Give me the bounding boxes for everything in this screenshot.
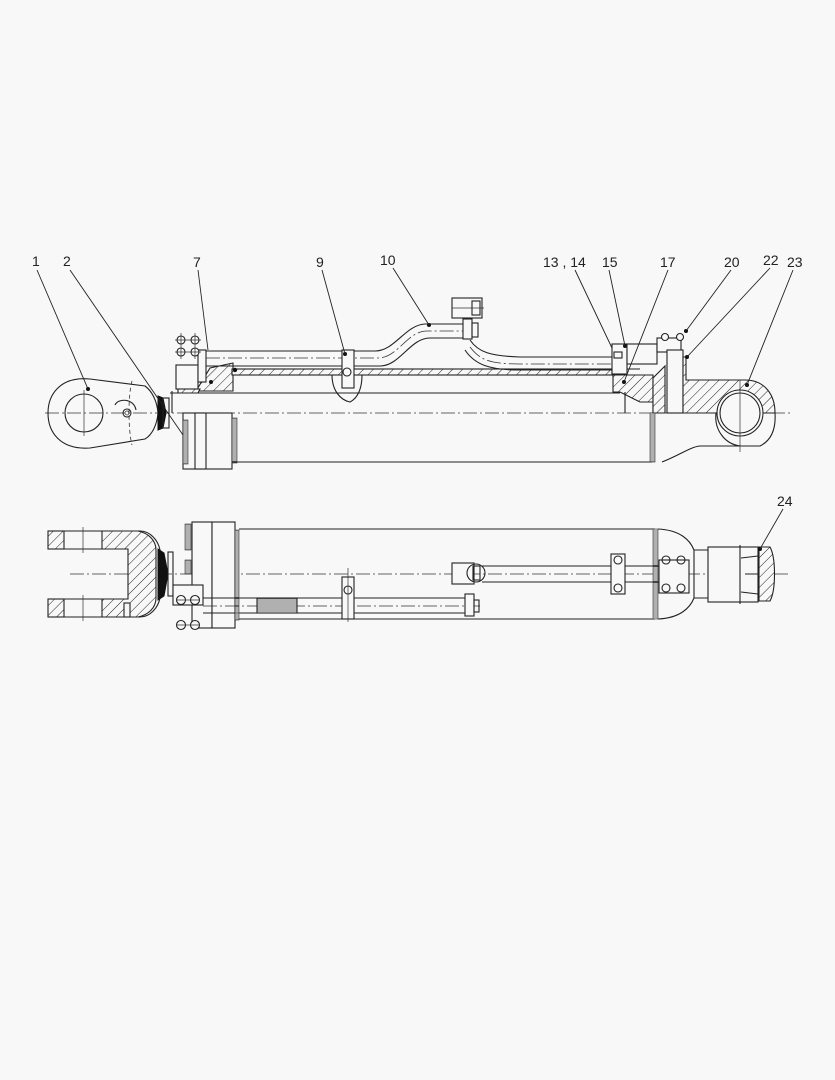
callout-10: 10 — [380, 252, 396, 268]
callout-1: 1 — [32, 253, 40, 269]
top-view: 24 — [47, 493, 793, 631]
callout-17: 17 — [660, 254, 676, 270]
callout-13-14: 13 , 14 — [543, 254, 586, 270]
callout-24: 24 — [777, 493, 793, 509]
callout-9: 9 — [316, 254, 324, 270]
cylinder-barrel — [231, 367, 656, 463]
callout-15: 15 — [602, 254, 618, 270]
top-head — [172, 521, 240, 631]
top-barrel — [239, 528, 695, 620]
hydraulic-pipe — [206, 297, 612, 403]
top-pipe-upper — [451, 553, 690, 595]
rod-eye — [47, 378, 170, 449]
top-pipe-lower — [203, 568, 480, 622]
callouts-side-view: 1 2 7 9 10 13 , 14 15 17 20 22 23 — [32, 252, 803, 436]
clevis-fork — [47, 527, 174, 621]
cap-eye-end — [694, 545, 776, 604]
callout-2: 2 — [63, 253, 71, 269]
side-section-view: 1 2 7 9 10 13 , 14 15 17 20 22 23 — [32, 252, 803, 470]
callout-7: 7 — [193, 254, 201, 270]
callout-22: 22 — [763, 252, 779, 268]
cylinder-head — [170, 333, 620, 470]
cap-end — [611, 329, 776, 463]
head-bolts — [175, 333, 201, 359]
callout-23: 23 — [787, 254, 803, 270]
callout-20: 20 — [724, 254, 740, 270]
